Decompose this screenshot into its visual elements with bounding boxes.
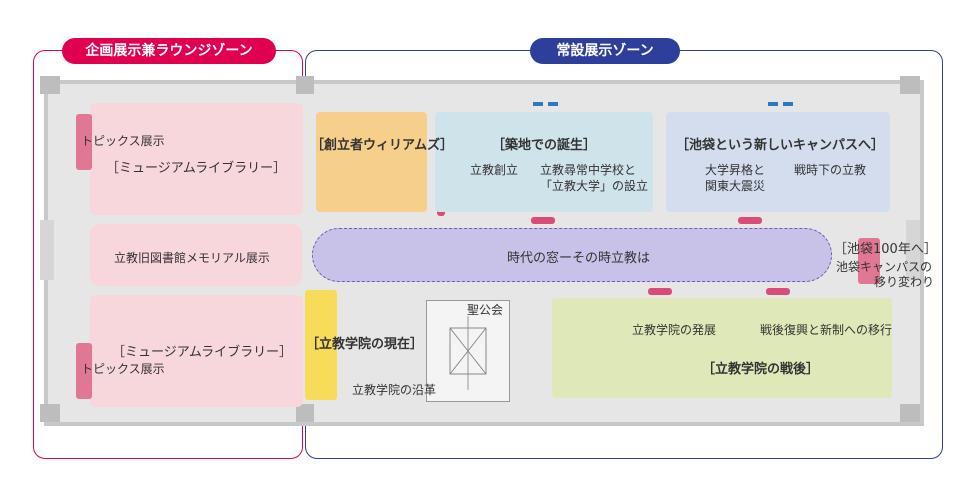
ikebukuro-area — [666, 112, 890, 212]
founding-label: 立教創立 — [470, 163, 519, 177]
museum-library-top-label: ［ミュージアムライブラリー］ — [106, 161, 287, 176]
gakuin-now-label: ［立教学院の現在］ — [306, 337, 424, 352]
ikebukuro100-panel — [858, 238, 880, 284]
museum-library-bottom-area — [90, 295, 303, 407]
marker — [648, 288, 672, 295]
postwar-label: ［立教学院の戦後］ — [702, 362, 820, 377]
old-library-label: 立教旧図書館メモリアル展示 — [114, 251, 270, 265]
campus-change-label-2: 移り変わり — [874, 275, 935, 289]
founder-area — [316, 112, 427, 212]
column — [40, 220, 54, 280]
topics-bottom-label: トピックス展示 — [81, 362, 165, 376]
ikebukuro-label: ［池袋という新しいキャンパスへ］ — [676, 138, 885, 153]
permanent-zone-title: 常設展示ゾーン — [530, 38, 680, 64]
founder-label: ［創立者ウィリアムズ］ — [311, 138, 454, 153]
postwar-area — [552, 298, 892, 398]
old-library-area — [90, 224, 302, 286]
postwar-reform-label: 戦後復興と新制への移行 — [760, 323, 893, 337]
blue-marker — [533, 102, 543, 106]
wartime-label: 戦時下の立教 — [794, 163, 867, 177]
ikebukuro100-label: ［池袋100年へ］ — [834, 242, 937, 257]
topics-bottom-panel — [76, 343, 92, 399]
column — [906, 220, 920, 280]
museum-library-bottom-label: ［ミュージアムライブラリー］ — [112, 345, 293, 360]
marker — [531, 217, 555, 224]
tsukiji-area — [435, 112, 653, 212]
history-label: 立教学院の沿革 — [352, 383, 437, 397]
column — [40, 404, 60, 422]
topics-top-label: トピックス展示 — [81, 134, 165, 148]
blue-marker — [768, 102, 778, 106]
column — [296, 404, 314, 422]
blue-marker — [548, 102, 558, 106]
time-window-label: 時代の窓ーその時立教は — [507, 251, 651, 266]
gakuin-now-area — [305, 290, 337, 400]
topics-top-panel — [76, 114, 92, 170]
tsukiji-label: ［築地での誕生］ — [492, 138, 597, 153]
stair-diagram — [449, 316, 487, 390]
marker — [738, 217, 762, 224]
development-label: 立教学院の発展 — [632, 323, 717, 337]
blue-marker — [783, 102, 793, 106]
campus-change-label-1: 池袋キャンパスの — [836, 260, 933, 274]
column — [40, 76, 60, 94]
museum-library-top-area — [90, 103, 303, 215]
seikokai-label: 聖公会 — [467, 303, 504, 317]
lounge-zone-title: 企画展示兼ラウンジゾーン — [62, 38, 276, 64]
promotion-label-2: 関東大震災 — [705, 179, 766, 193]
marker — [766, 288, 790, 295]
promotion-label-1: 大学昇格と — [705, 163, 766, 177]
column — [900, 404, 920, 422]
time-window-area — [312, 228, 832, 282]
daigaku-label: 「立教大学」の設立 — [540, 179, 649, 193]
column — [900, 76, 920, 94]
column — [296, 76, 314, 94]
jinjo-label: 立教尋常中学校と — [540, 163, 637, 177]
